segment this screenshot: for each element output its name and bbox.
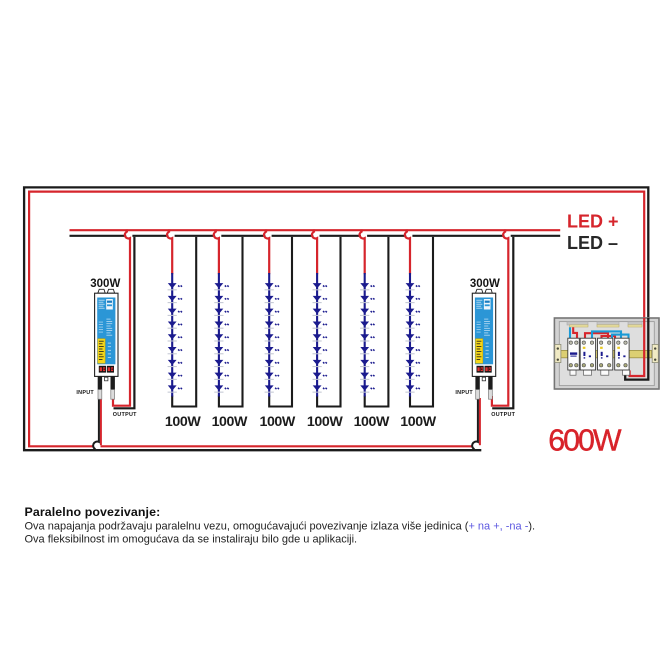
svg-text:100W: 100W [165,414,201,430]
svg-text:300W: 300W [470,278,500,290]
svg-text:100W: 100W [400,414,436,430]
svg-text:100W: 100W [212,414,248,430]
svg-text:Ova fleksibilnost im omogućava: Ova fleksibilnost im omogućava da se ins… [25,534,358,546]
svg-text:INPUT: INPUT [76,390,94,396]
svg-text:100W: 100W [354,414,390,430]
svg-text:INPUT: INPUT [455,390,473,396]
svg-text:100W: 100W [259,414,295,430]
svg-text:OUTPUT: OUTPUT [491,412,515,418]
svg-text:300W: 300W [90,278,120,290]
svg-text:Paralelno povezivanje:: Paralelno povezivanje: [25,505,161,519]
svg-text:OUTPUT: OUTPUT [113,412,137,418]
svg-text:LED +: LED + [567,211,619,231]
svg-text:LED –: LED – [567,233,618,253]
svg-text:600W: 600W [548,423,622,457]
svg-text:Ova napajanja podržavaju paral: Ova napajanja podržavaju paralelnu vezu,… [25,521,536,533]
svg-text:100W: 100W [307,414,343,430]
